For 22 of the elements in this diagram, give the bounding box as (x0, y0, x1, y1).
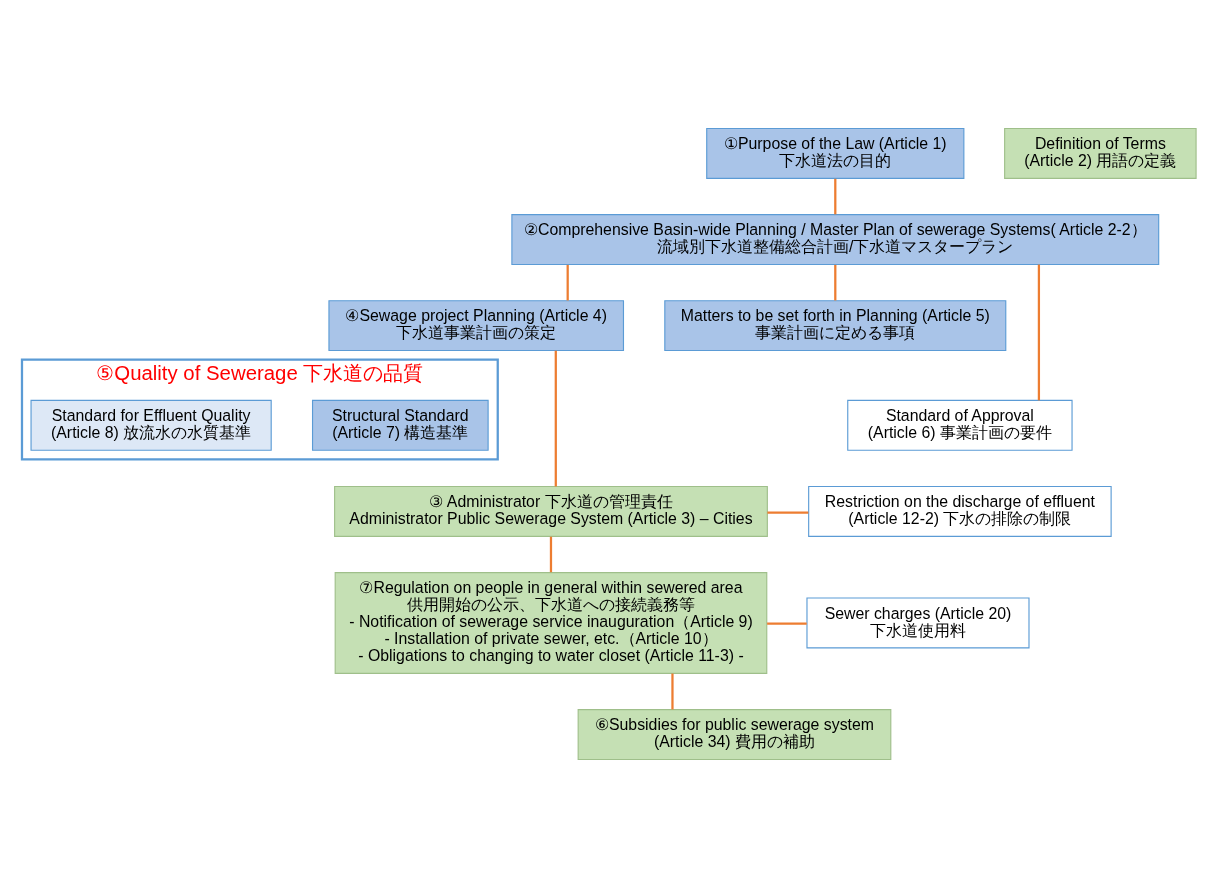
node-box: ③ Administrator 下水道の管理責任 Administrator Public Sewerage System (Article 3) – Cities (334, 485, 768, 537)
connector (834, 178, 837, 214)
node-box: Standard of Approval (Article 6) 事業計画の要件 (847, 399, 1073, 451)
node-box: Restriction on the discharge of effluent (Article 12-2) 下水の排除の制限 (808, 485, 1112, 537)
node-box: Definition of Terms (Article 2) 用語の定義 (1004, 127, 1197, 179)
node-box: ⑥Subsidies for public sewerage system (Article 34) 費用の補助 (577, 708, 892, 760)
node-box: Sewer charges (Article 20) 下水道使用料 (806, 597, 1030, 648)
node-box: Standard for Effluent Quality (Article 8) 放流水の水質基準 (30, 399, 272, 451)
node-box: ④Sewage project Planning (Article 4) 下水道事業計画の策定 (328, 299, 625, 351)
connector (566, 264, 569, 300)
connector (671, 673, 674, 709)
node-box: Structural Standard (Article 7) 構造基準 (311, 399, 489, 451)
connector (1037, 264, 1041, 400)
node-box: ⑦Regulation on people in general within sewered area 供用開始の公示、下水道への接続義務等 - Notification of sewerage service inauguration（Article 9) - Installation of private sewer, etc.（Article 10） - Obligations to changing to water closet (Article 11-3) - (334, 571, 768, 674)
node-box: ①Purpose of the Law (Article 1) 下水道法の目的 (706, 127, 965, 179)
connector (549, 536, 553, 572)
node-box: ②Comprehensive Basin-wide Planning / Master Plan of sewerage Systems( Article 2-2） 流域別下水道整備総合計画/下水道マスタープラン (511, 213, 1160, 265)
connector (767, 621, 807, 625)
connector (554, 350, 557, 486)
connector (767, 510, 809, 514)
connector (834, 264, 837, 300)
node-box: Matters to be set forth in Planning (Article 5) 事業計画に定める事項 (664, 299, 1007, 351)
